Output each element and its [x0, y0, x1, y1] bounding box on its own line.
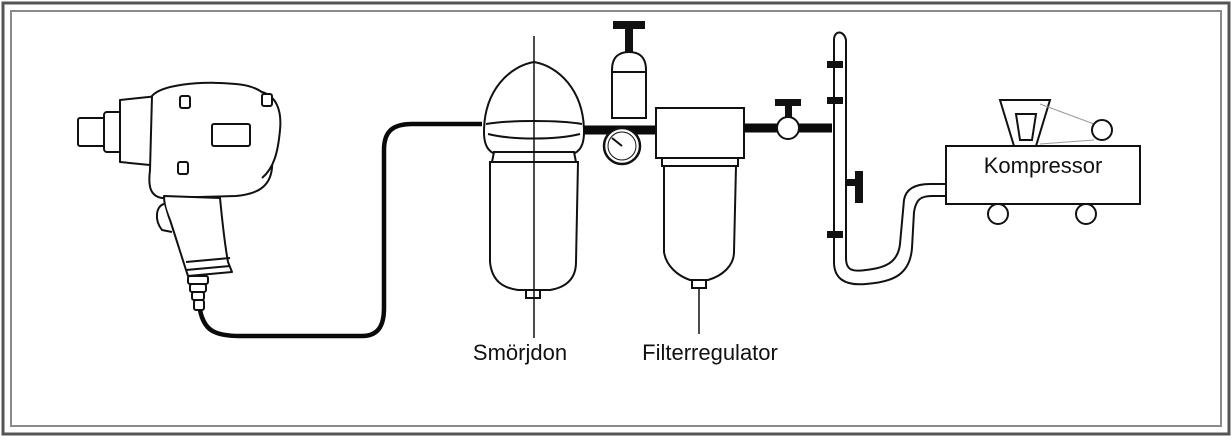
regulator-icon [611, 21, 647, 119]
manifold-pipe-icon [827, 31, 947, 286]
compressor-label: Kompressor [984, 153, 1103, 178]
impact-wrench-icon [77, 81, 282, 311]
ball-valve-icon [775, 99, 801, 140]
filter-regulator-label: Filterregulator [642, 340, 778, 365]
air-hose [197, 121, 482, 339]
compressor-icon [945, 99, 1141, 225]
inner-border [10, 10, 1222, 427]
lubricator-icon [482, 36, 586, 338]
lubricator-label: Smörjdon [473, 340, 567, 365]
pressure-gauge-icon [602, 126, 642, 166]
filter-regulator-icon [655, 107, 745, 334]
